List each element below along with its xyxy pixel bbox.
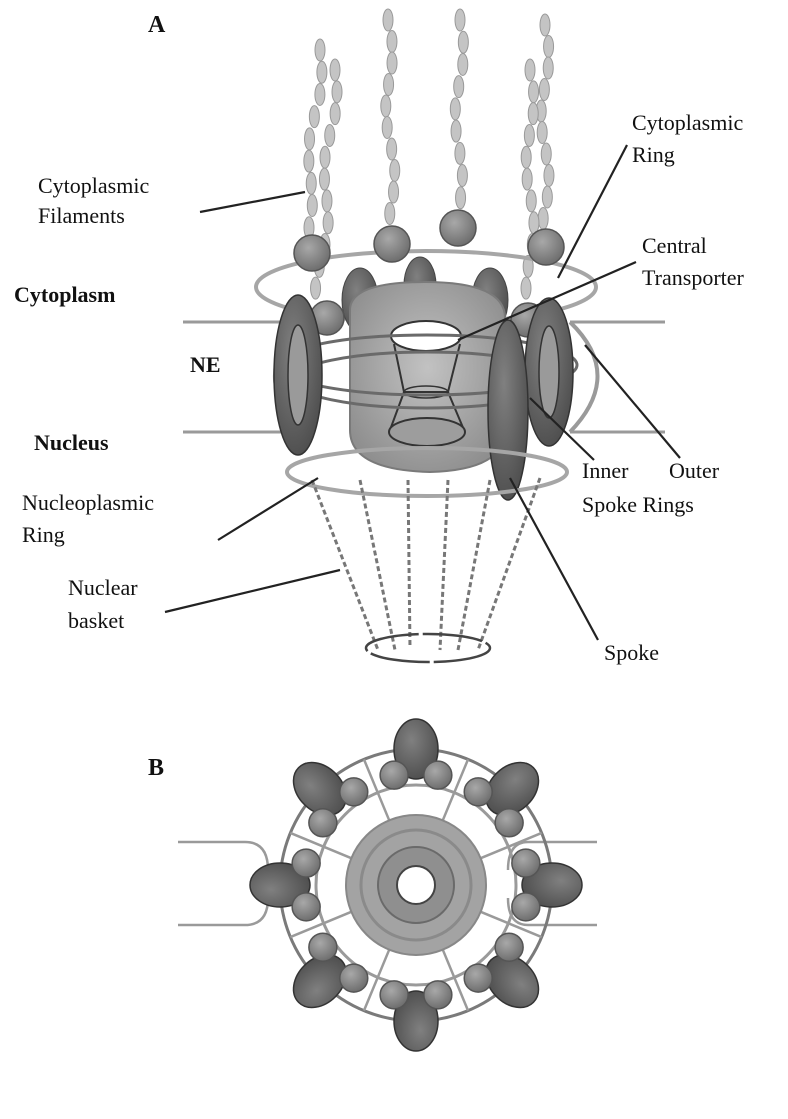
filament-bead — [454, 76, 464, 98]
filament-bead — [306, 172, 316, 194]
filament-bead — [309, 106, 319, 128]
granule — [309, 933, 337, 961]
label-spoke-rings: Spoke Rings — [582, 492, 694, 517]
label-central-transporter-2: Transporter — [642, 265, 745, 290]
filament-bead — [458, 31, 468, 53]
filament-bead — [382, 117, 392, 139]
filament-bead — [450, 98, 460, 120]
granule — [380, 761, 408, 789]
filament-bead — [304, 150, 314, 172]
filament-bead — [315, 83, 325, 105]
granule — [309, 809, 337, 837]
central-transporter-b — [346, 815, 486, 955]
filament-bead — [322, 190, 332, 212]
filament-bead — [385, 203, 395, 225]
filament-bead — [305, 128, 315, 150]
filament-bead — [521, 146, 531, 168]
filament-bead — [529, 81, 539, 103]
filament-bead — [521, 277, 531, 299]
filament-bead — [541, 143, 551, 165]
filament-bead — [315, 39, 325, 61]
filament-bead — [458, 53, 468, 75]
filament-bead — [525, 59, 535, 81]
filament-bead — [538, 208, 548, 230]
filament-bead — [387, 138, 397, 160]
panel-a: A — [14, 9, 745, 665]
nuclear-basket — [312, 478, 540, 650]
granule — [512, 849, 540, 877]
filament-bead — [542, 186, 552, 208]
granule — [464, 778, 492, 806]
label-nucleoplasmic-ring-2: Ring — [22, 522, 65, 547]
filament-bead — [544, 165, 554, 187]
filament-bead — [387, 52, 397, 74]
filament-bead — [537, 122, 547, 144]
filament-bead — [526, 190, 536, 212]
filament-bead — [325, 124, 335, 146]
filament-bead — [319, 168, 329, 190]
filament-bead — [323, 212, 333, 234]
filament-bead — [389, 181, 399, 203]
filament-bead — [539, 79, 549, 101]
label-nucleus: Nucleus — [34, 430, 109, 455]
granule — [512, 893, 540, 921]
label-nuclear-basket-1: Nuclear — [68, 575, 138, 600]
label-ne: NE — [190, 352, 221, 377]
granule — [380, 981, 408, 1009]
filament-bead — [383, 9, 393, 31]
label-cytoplasm: Cytoplasm — [14, 282, 115, 307]
granule — [495, 809, 523, 837]
label-spoke: Spoke — [604, 640, 659, 665]
filament-bead — [543, 57, 553, 79]
granule — [340, 778, 368, 806]
granule — [340, 964, 368, 992]
filament-bead — [330, 103, 340, 125]
granule — [292, 893, 320, 921]
filament-bead — [384, 74, 394, 96]
filament-bead — [544, 36, 554, 58]
filament-bead — [522, 168, 532, 190]
filament-bead — [390, 160, 400, 182]
label-inner: Inner — [582, 458, 629, 483]
panel-b: B — [148, 719, 597, 1051]
filament-bead — [455, 142, 465, 164]
filament-bead — [387, 31, 397, 53]
central-transporter — [350, 282, 505, 472]
filament-bead — [311, 277, 321, 299]
filament-bead — [381, 95, 391, 117]
label-cytoplasmic-filaments-2: Filaments — [38, 203, 125, 228]
panel-b-letter: B — [148, 755, 164, 781]
granule — [495, 933, 523, 961]
filament-bead — [455, 9, 465, 31]
filament-bead — [317, 61, 327, 83]
label-outer: Outer — [669, 458, 720, 483]
label-nuclear-basket-2: basket — [68, 608, 124, 633]
panel-a-letter: A — [148, 12, 166, 38]
filament-bead — [456, 187, 466, 209]
filament-bead — [451, 120, 461, 142]
label-cytoplasmic-filaments-1: Cytoplasmic — [38, 173, 149, 198]
filament-bead — [528, 103, 538, 125]
filament-bead — [524, 124, 534, 146]
granule — [424, 981, 452, 1009]
granule — [424, 761, 452, 789]
filament-bead — [540, 14, 550, 36]
label-nucleoplasmic-ring-1: Nucleoplasmic — [22, 490, 154, 515]
label-cytoplasmic-ring-1: Cytoplasmic — [632, 110, 743, 135]
filament-bead — [320, 146, 330, 168]
granule — [292, 849, 320, 877]
label-central-transporter-1: Central — [642, 233, 707, 258]
filament-bead — [307, 195, 317, 217]
basket-terminal-ring — [366, 634, 490, 662]
filament-bead — [330, 59, 340, 81]
filament-bead — [332, 81, 342, 103]
label-cytoplasmic-ring-2: Ring — [632, 142, 675, 167]
granule — [464, 964, 492, 992]
filament-bead — [457, 165, 467, 187]
